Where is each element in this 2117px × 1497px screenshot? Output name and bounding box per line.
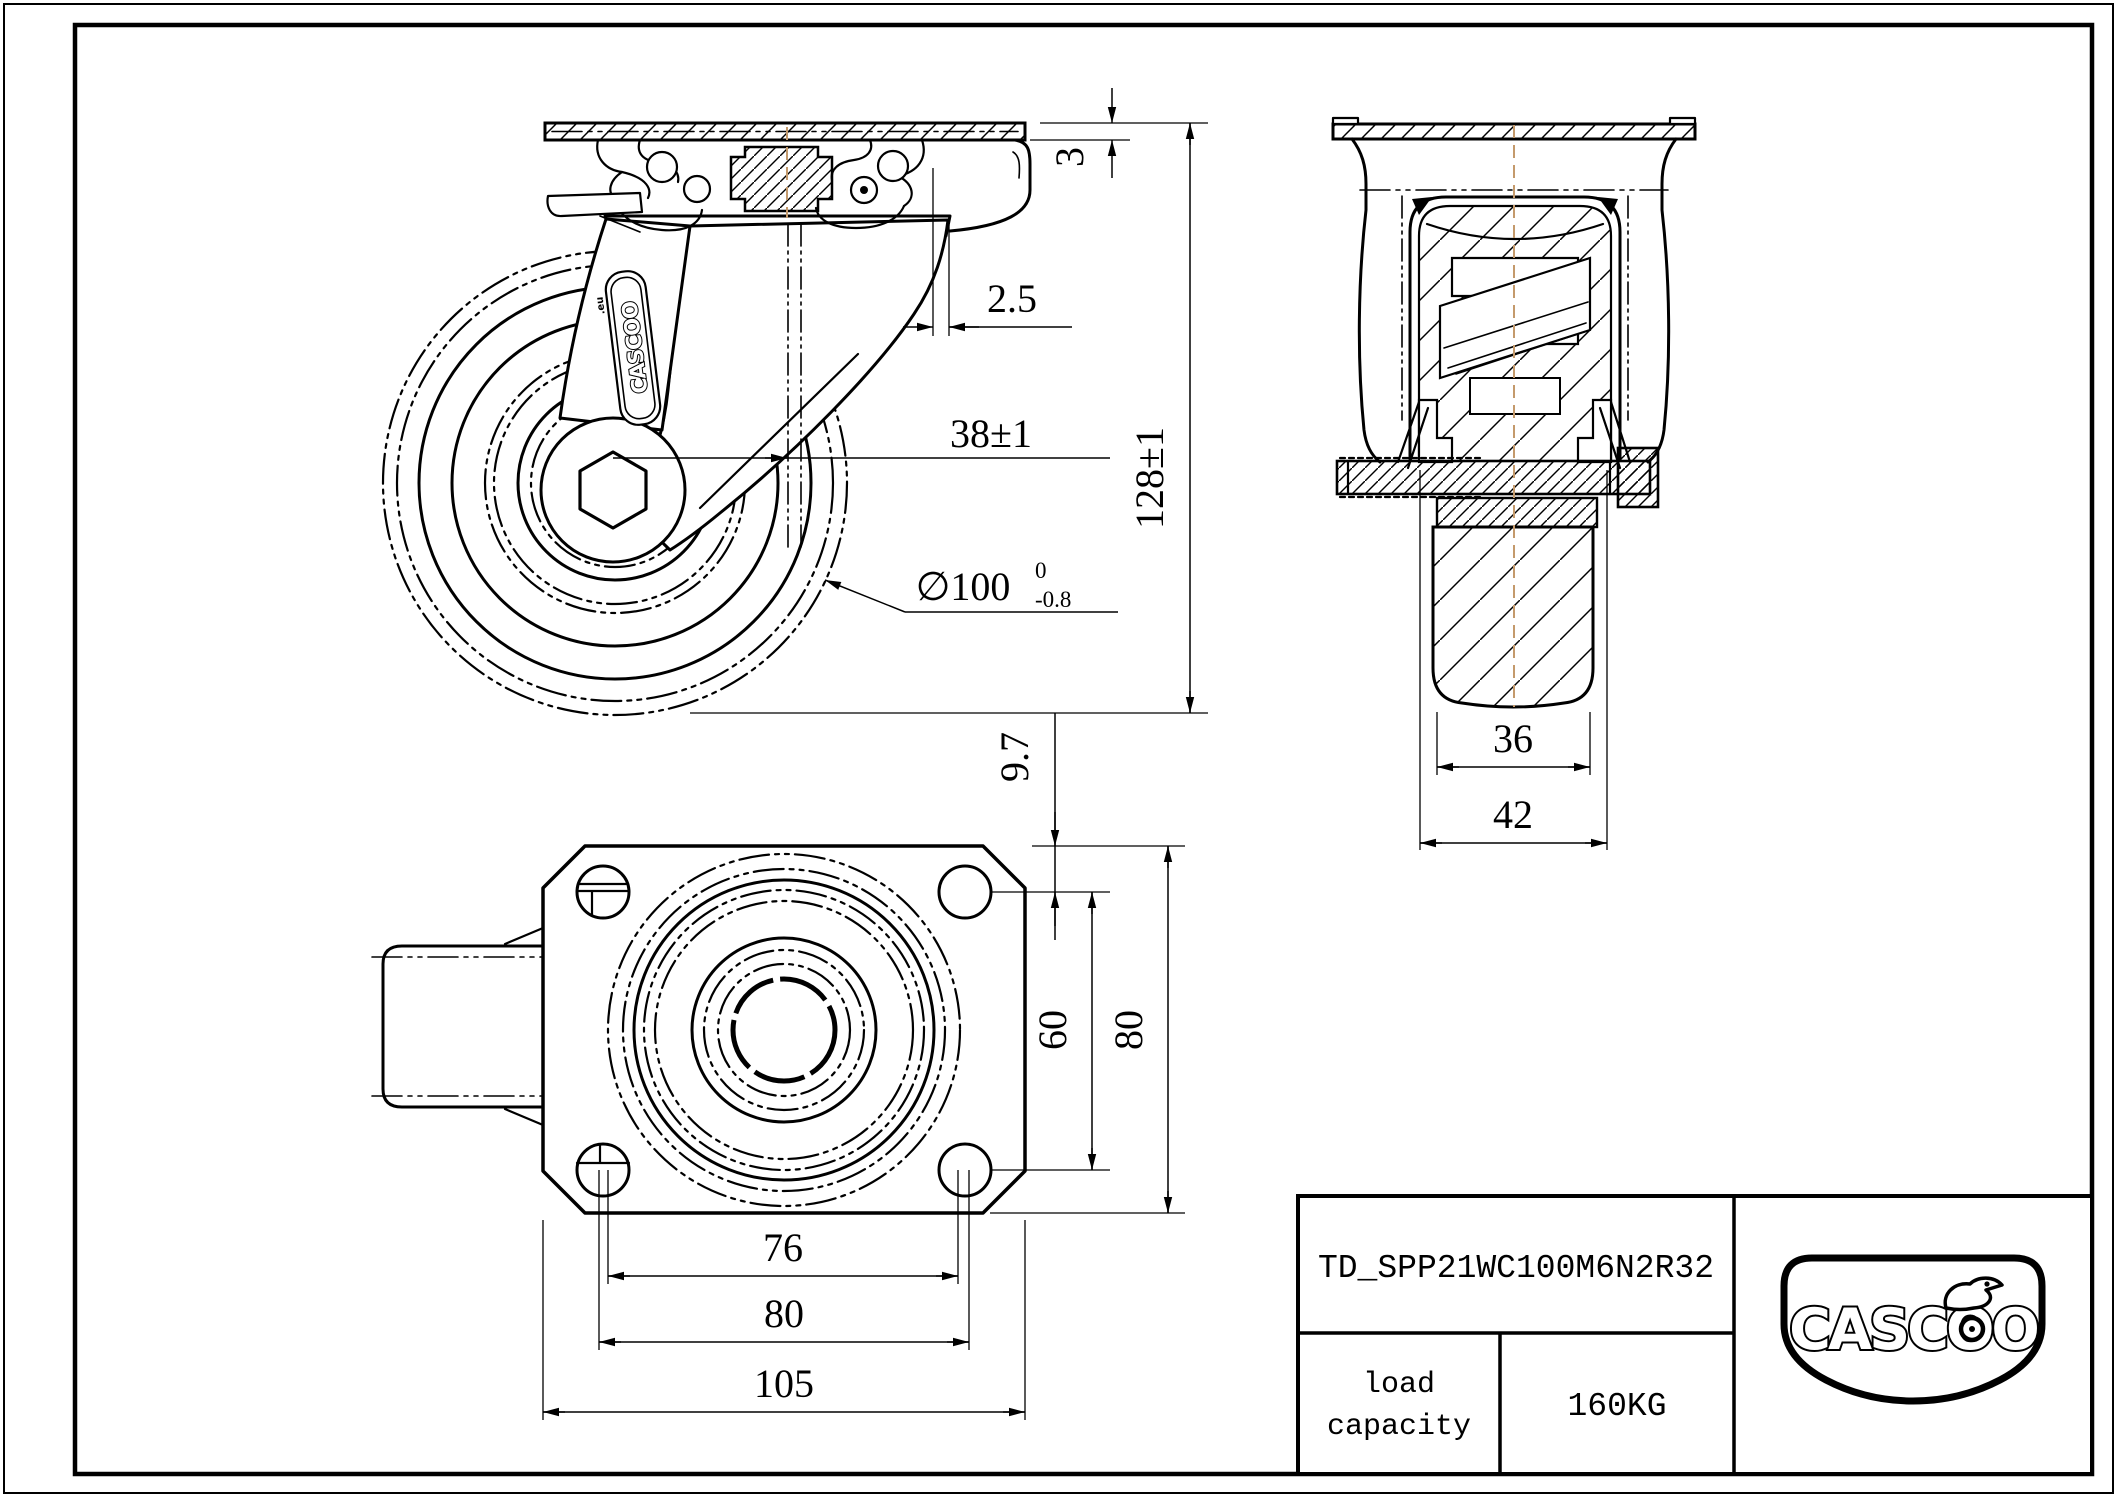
dim-overall-width: 42 — [1493, 792, 1533, 837]
bolt-holes — [575, 864, 993, 1198]
side-view-dimensions: 3 2.5 38±1 ∅100 0 -0.8 128±1 — [613, 88, 1208, 714]
dim-rim-offset: 2.5 — [987, 276, 1037, 321]
bird-icon — [1943, 1276, 2004, 1312]
dim-bolt-hole-offset: 9.7 — [992, 732, 1037, 782]
brand-logo-text: CASCOO — [1789, 1297, 2037, 1363]
section-view-dimensions: 36 42 — [1419, 470, 1608, 850]
part-number: TD_SPP21WC100M6N2R32 — [1318, 1250, 1714, 1287]
load-capacity-value: 160KG — [1567, 1388, 1666, 1425]
dim-hole-pitch-horizontal: 76 — [763, 1225, 803, 1270]
dim-hole-span-horizontal: 80 — [764, 1291, 804, 1336]
dim-hole-pitch-vertical: 60 — [1030, 1010, 1075, 1050]
side-view-centerlines — [786, 127, 802, 549]
load-capacity-label-line2: capacity — [1327, 1410, 1471, 1444]
dim-plate-width: 105 — [754, 1361, 814, 1406]
axle-hex-nut — [578, 450, 648, 530]
fork-brand-badge: CASCOO .eu — [595, 270, 662, 426]
dim-plate-thickness: 3 — [1047, 147, 1092, 167]
bottom-view: 9.7 60 80 76 80 — [371, 713, 1185, 1420]
title-block: TD_SPP21WC100M6N2R32 load capacity 160KG… — [1296, 1194, 2094, 1476]
dim-plate-depth: 80 — [1106, 1010, 1151, 1050]
sheet-border — [3, 3, 2114, 1494]
bottom-view-dimensions: 9.7 60 80 76 80 — [542, 713, 1185, 1420]
badge-suffix-text: .eu — [595, 296, 608, 315]
swivel-fork: CASCOO .eu — [539, 214, 952, 564]
dim-tread-width: 36 — [1493, 716, 1533, 761]
dim-wheel-diameter: ∅100 — [916, 564, 1011, 609]
side-view: CASCOO .eu — [381, 88, 1208, 717]
section-view: 36 42 — [1331, 116, 1697, 850]
dim-wheel-diameter-tol-upper: 0 — [1035, 558, 1047, 583]
dim-wheel-diameter-tol-lower: -0.8 — [1035, 587, 1071, 612]
dim-overall-height: 128±1 — [1127, 427, 1172, 529]
load-capacity-label-line1: load — [1363, 1368, 1435, 1402]
dim-axle-offset: 38±1 — [950, 411, 1032, 456]
brand-logo: CASCOO — [1780, 1254, 2046, 1405]
swivel-head — [543, 121, 1032, 233]
